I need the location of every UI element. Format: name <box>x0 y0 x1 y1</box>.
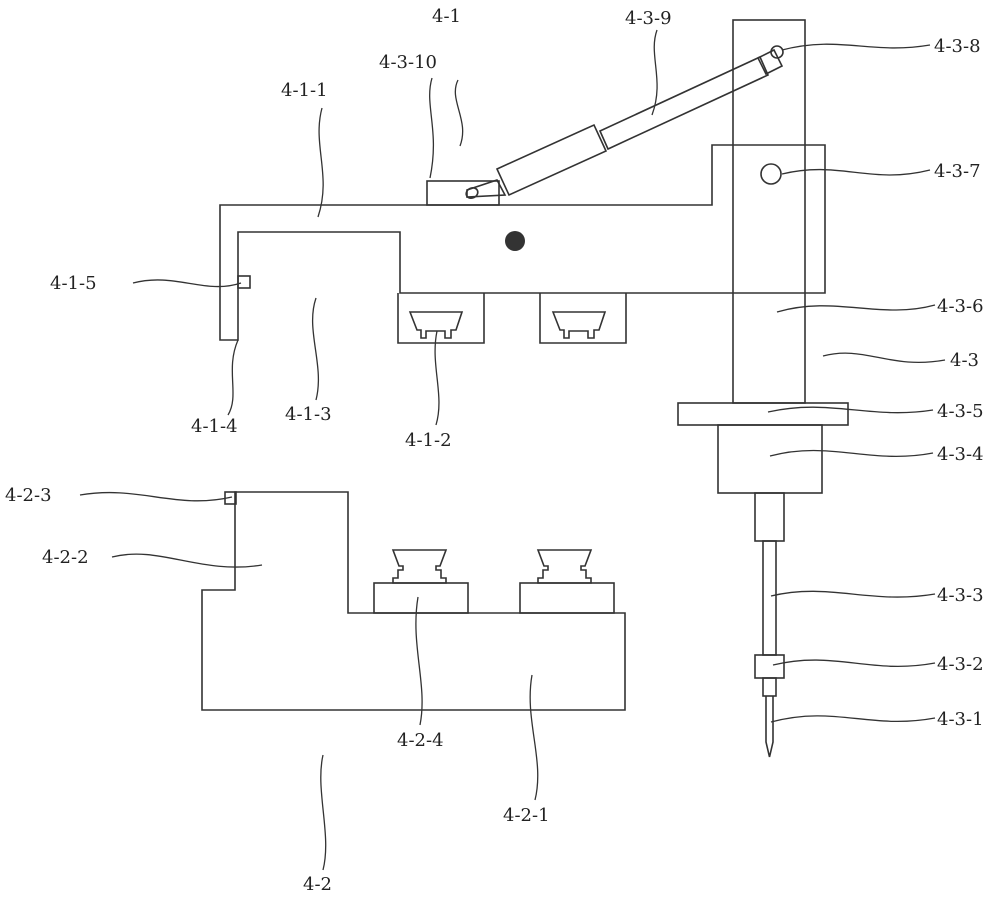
shaft-coupler <box>754 492 785 542</box>
leader-4-3-4 <box>769 449 934 458</box>
label-4-1-5: 4-1-5 <box>50 273 97 294</box>
column-4-3-6 <box>732 19 806 404</box>
lower-base-assembly <box>201 491 626 711</box>
leader-4-1-5 <box>132 279 242 288</box>
mount-block <box>426 180 500 206</box>
label-4-1-3: 4-1-3 <box>285 404 332 425</box>
leader-4-3-10 <box>429 77 435 179</box>
leader-4-1-4 <box>227 339 239 416</box>
label-4-3-7: 4-3-7 <box>934 161 981 182</box>
suction-cup-up-1 <box>391 549 448 584</box>
arm-body <box>219 144 826 341</box>
leader-4-2-2 <box>111 553 263 568</box>
leader-4-1 <box>454 79 464 147</box>
leader-4-1-2 <box>434 330 440 426</box>
leader-4-3-2 <box>772 659 936 668</box>
leader-4-1-3 <box>312 297 320 401</box>
sensor-block-upper <box>237 275 251 289</box>
label-4-1-1: 4-1-1 <box>281 80 328 101</box>
label-4-1: 4-1 <box>432 6 461 27</box>
tool-holder <box>762 677 777 697</box>
label-4-3: 4-3 <box>950 350 979 371</box>
label-4-1-2: 4-1-2 <box>405 430 452 451</box>
label-4-2-3: 4-2-3 <box>5 485 52 506</box>
rod-end-left <box>465 186 479 200</box>
part-labels: 4-1 4-3-9 4-3-10 4-3-8 4-1-1 4-3-7 4-1-5… <box>5 6 984 895</box>
leader-4-3-3 <box>770 590 936 598</box>
suction-cup-down-1 <box>408 311 464 339</box>
leader-4-3-9 <box>651 29 658 116</box>
leader-4-1-1 <box>317 107 324 218</box>
label-4-2-1: 4-2-1 <box>503 805 550 826</box>
label-4-3-3: 4-3-3 <box>937 585 984 606</box>
label-4-3-2: 4-3-2 <box>937 654 984 675</box>
rod-end-fitting <box>756 48 784 76</box>
label-4-1-4: 4-1-4 <box>191 416 238 437</box>
label-4-2-2: 4-2-2 <box>42 547 89 568</box>
pivot-dot <box>505 231 525 251</box>
label-4-3-1: 4-3-1 <box>937 709 984 730</box>
cylinder-assembly <box>465 45 784 200</box>
leader-4-2-3 <box>79 491 233 502</box>
leader-4-3-7 <box>781 168 931 176</box>
leader-4-3-8 <box>781 43 931 51</box>
vertical-column-assembly <box>677 19 849 758</box>
leader-4-2 <box>320 754 327 871</box>
label-4-3-9: 4-3-9 <box>625 8 672 29</box>
suction-housing-1 <box>397 293 485 344</box>
leader-4-3-6 <box>776 304 936 313</box>
leader-4-2-4 <box>415 596 423 726</box>
leader-4-3 <box>822 352 946 364</box>
suction-cup-up-2 <box>536 549 593 584</box>
leader-lines <box>79 29 946 871</box>
rod-end-right <box>770 45 784 59</box>
cup-base-1 <box>373 582 469 614</box>
leader-4-3-1 <box>770 715 936 723</box>
cup-base-2 <box>519 582 615 614</box>
label-4-3-5: 4-3-5 <box>937 401 984 422</box>
label-4-3-8: 4-3-8 <box>934 36 981 57</box>
cylinder-body <box>495 123 608 197</box>
label-4-3-4: 4-3-4 <box>937 444 984 465</box>
suction-housing-2 <box>539 293 627 344</box>
upper-arm-assembly <box>219 144 826 344</box>
collar-4-3-2 <box>754 654 785 679</box>
label-4-3-10: 4-3-10 <box>379 52 437 73</box>
base-body <box>201 491 626 711</box>
leader-4-2-1 <box>529 674 539 801</box>
cylinder-rod <box>598 55 770 151</box>
hinge-pin-4-3-7 <box>760 163 782 185</box>
leader-4-3-5 <box>767 406 934 414</box>
suction-cup-down-2 <box>551 311 607 339</box>
shaft-4-3-3 <box>762 540 777 656</box>
probe-4-3-1 <box>765 696 774 758</box>
label-4-3-6: 4-3-6 <box>937 296 984 317</box>
flange-4-3-5 <box>677 402 849 426</box>
label-4-2: 4-2 <box>303 874 332 895</box>
motor-4-3-4 <box>717 424 823 494</box>
label-4-2-4: 4-2-4 <box>397 730 444 751</box>
